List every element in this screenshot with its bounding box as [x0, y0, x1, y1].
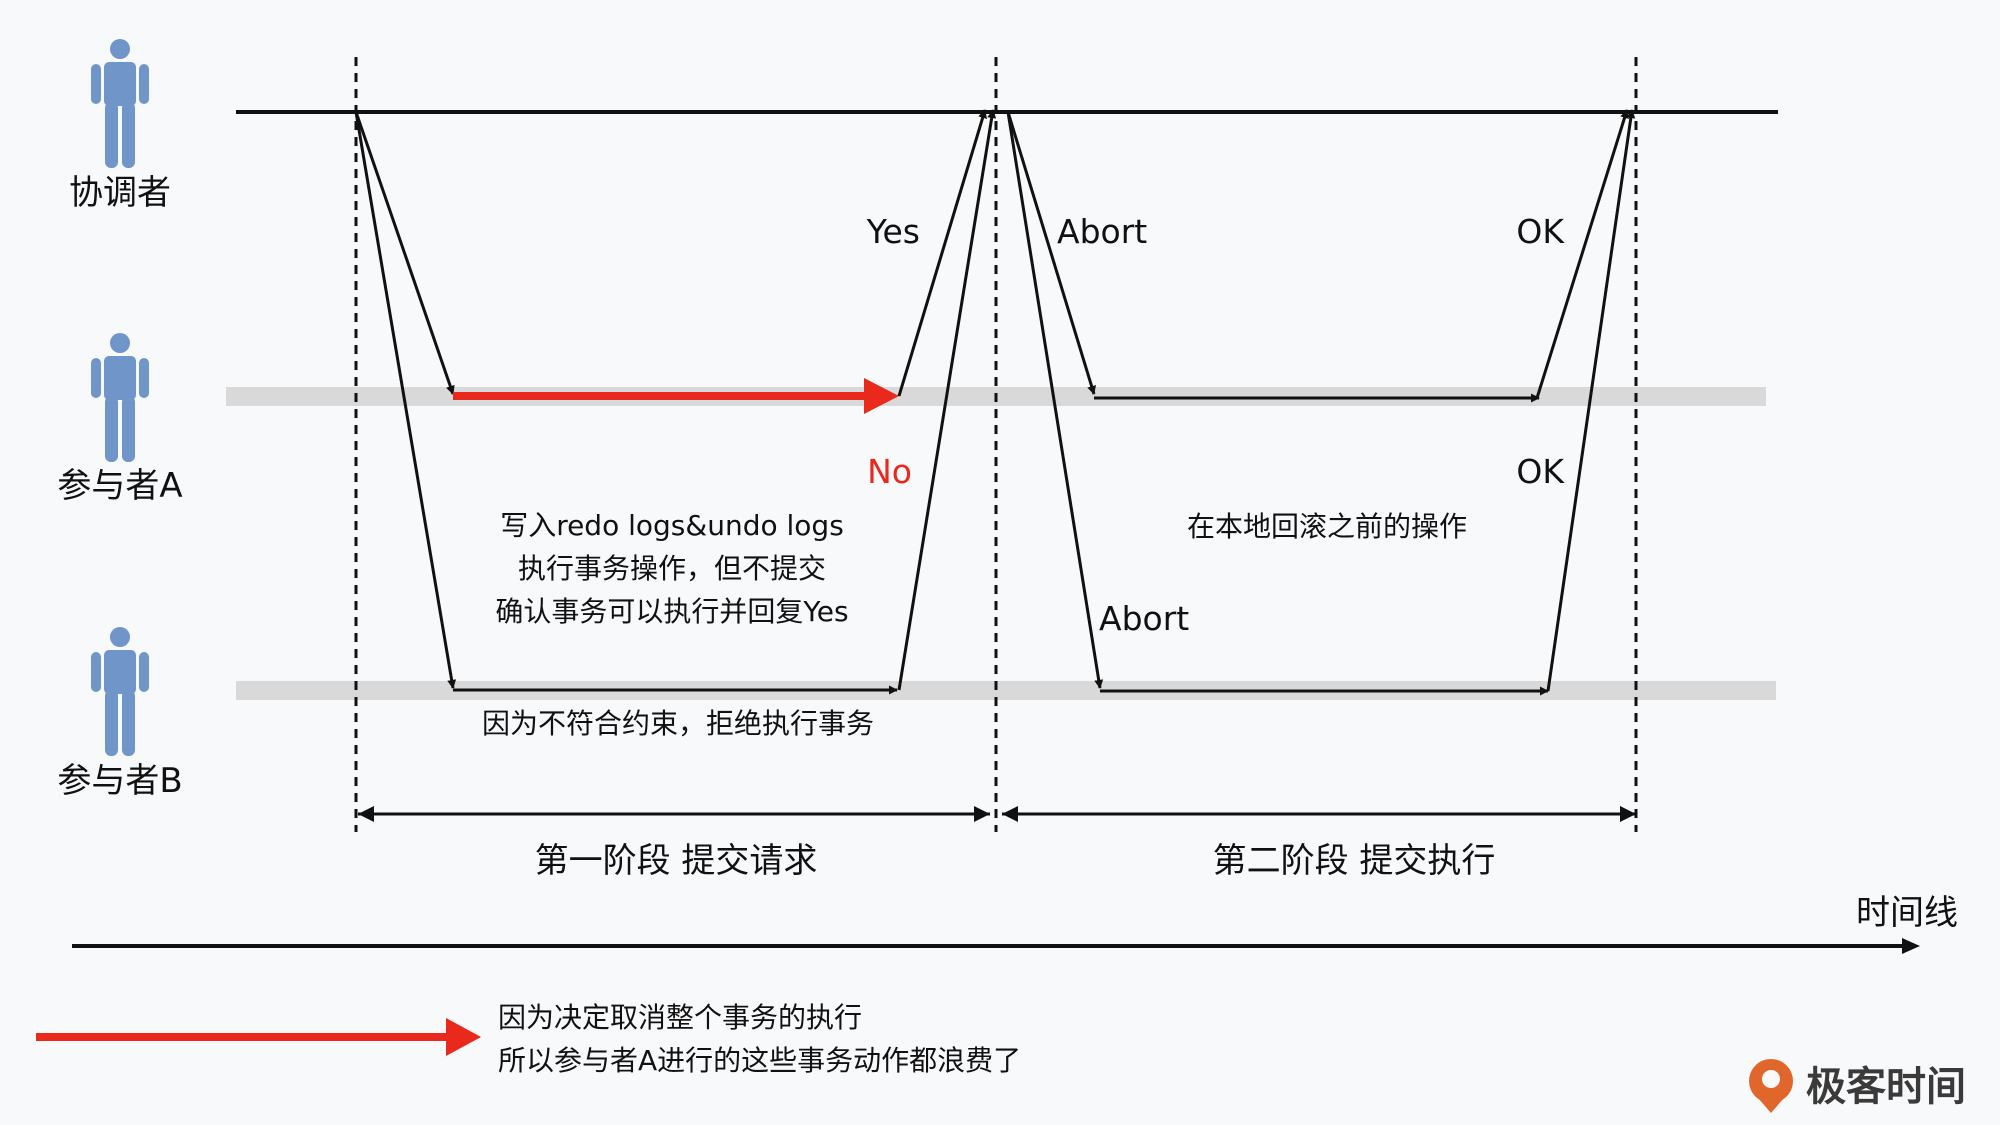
- no-label: No: [867, 452, 912, 491]
- phase1-note-line1: 写入redo logs&undo logs: [500, 509, 844, 542]
- phase2-span-left-arrowhead: [1002, 806, 1018, 822]
- ok-label-top: OK: [1516, 212, 1565, 251]
- phase2-title: 第二阶段 提交执行: [1213, 841, 1496, 881]
- phase1-span-right-arrowhead: [974, 806, 990, 822]
- phase1-note-line2: 执行事务操作，但不提交: [518, 552, 826, 585]
- coordinator-label: 协调者: [69, 173, 171, 213]
- abort-label-bottom: Abort: [1099, 599, 1189, 638]
- abort-to-b-arrow: [1006, 111, 1104, 689]
- phase1-note-line3: 确认事务可以执行并回复Yes: [495, 595, 848, 628]
- legend-line1: 因为决定取消整个事务的执行: [498, 1001, 862, 1034]
- participant-a-label: 参与者A: [57, 466, 182, 506]
- yes-label: Yes: [866, 212, 920, 251]
- b-ok-reply-arrow: [1546, 109, 1636, 692]
- phase1-span-left-arrowhead: [358, 806, 374, 822]
- phase2-span-right-arrowhead: [1620, 806, 1636, 822]
- phase1-title: 第一阶段 提交请求: [535, 841, 818, 881]
- ok-label-mid: OK: [1516, 452, 1565, 491]
- abort-label-top: Abort: [1057, 212, 1147, 251]
- participant-b-reject-note: 因为不符合约束，拒绝执行事务: [482, 707, 874, 740]
- participant-b-lane: [236, 681, 1776, 700]
- participant-a-person-icon: [91, 333, 149, 462]
- geektime-logo-text: 极客时间: [1806, 1064, 1966, 1110]
- a-ok-reply-arrow: [1535, 109, 1629, 399]
- timeline-arrowhead: [1902, 938, 1920, 954]
- participant-a-wasted-work-arrowhead: [864, 378, 899, 414]
- geektime-logo: 极客时间: [1749, 1059, 1966, 1113]
- legend-line2: 所以参与者A进行的这些事务动作都浪费了: [498, 1044, 1021, 1077]
- participant-b-label: 参与者B: [57, 761, 182, 801]
- b-no-reply-arrow: [897, 109, 997, 691]
- abort-to-a-arrow: [1006, 111, 1096, 395]
- prepare-request-to-b-arrow: [354, 111, 457, 689]
- a-yes-reply-arrow: [897, 109, 987, 397]
- participant-b-person-icon: [91, 627, 149, 756]
- phase2-note: 在本地回滚之前的操作: [1187, 510, 1467, 543]
- coordinator-person-icon: [91, 39, 149, 168]
- prepare-request-to-a-arrow: [354, 111, 455, 395]
- legend-red-arrowhead: [446, 1018, 481, 1056]
- geektime-logo-icon: [1749, 1059, 1793, 1113]
- timeline-label: 时间线: [1856, 893, 1958, 933]
